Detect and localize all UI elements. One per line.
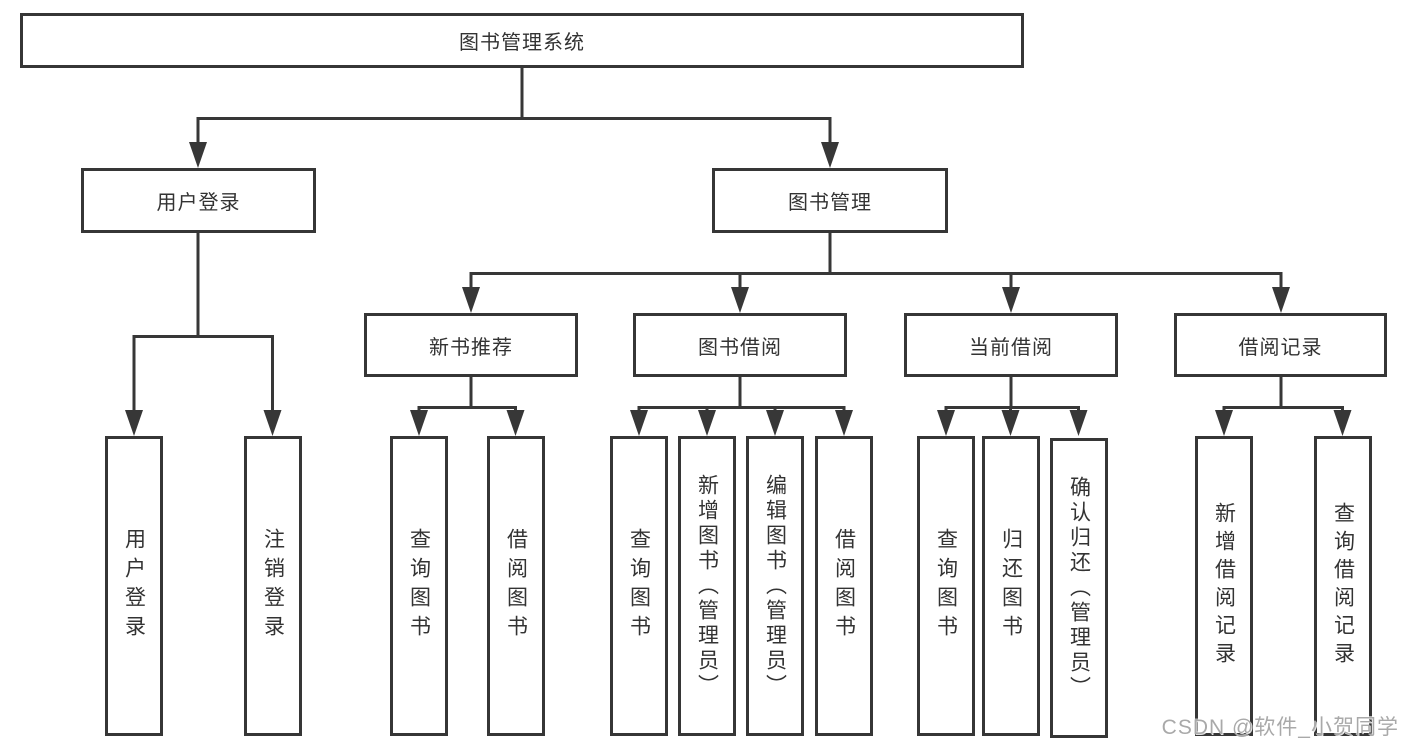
leaf-edit-books-admin: 编辑图书（管理员） — [746, 436, 804, 736]
leaf-add-books-admin: 新增图书（管理员） — [678, 436, 736, 736]
arrowheads — [125, 142, 1352, 436]
node-label: 用户登录 — [122, 528, 146, 644]
node-label: 图书管理 — [788, 192, 872, 214]
node-book-management: 图书管理 — [712, 168, 948, 233]
node-label: 用户登录 — [156, 192, 241, 214]
node-book-borrow: 图书借阅 — [633, 313, 847, 377]
node-current-borrow: 当前借阅 — [904, 313, 1118, 377]
leaf-borrow-books-1: 借阅图书 — [487, 436, 545, 736]
node-label: 查询图书 — [407, 528, 431, 644]
node-new-book-recommend: 新书推荐 — [364, 313, 578, 377]
node-root: 图书管理系统 — [20, 13, 1024, 68]
node-label: 当前借阅 — [969, 336, 1053, 359]
leaf-query-books-2: 查询图书 — [610, 436, 668, 736]
node-user-login: 用户登录 — [81, 168, 316, 233]
node-label: 新增图书（管理员） — [695, 473, 719, 699]
node-label: 编辑图书（管理员） — [763, 473, 787, 699]
node-label: 借阅图书 — [504, 528, 528, 644]
leaf-return-books: 归还图书 — [982, 436, 1040, 736]
node-label: 借阅记录 — [1238, 336, 1323, 359]
node-label: 新增借阅记录 — [1212, 502, 1236, 670]
node-label: 查询图书 — [627, 528, 651, 644]
node-label: 查询图书 — [934, 528, 958, 644]
leaf-user-login: 用户登录 — [105, 436, 163, 736]
node-label: 归还图书 — [999, 528, 1023, 644]
node-label: 图书管理系统 — [459, 32, 585, 54]
leaf-confirm-return-admin: 确认归还（管理员） — [1050, 438, 1108, 738]
node-label: 注销登录 — [261, 528, 285, 644]
node-label: 借阅图书 — [832, 528, 856, 644]
leaf-query-books-3: 查询图书 — [917, 436, 975, 736]
node-label: 新书推荐 — [429, 336, 513, 359]
node-label: 查询借阅记录 — [1331, 502, 1355, 670]
node-label: 图书借阅 — [698, 336, 782, 359]
node-borrow-records: 借阅记录 — [1174, 313, 1387, 377]
leaf-query-books-1: 查询图书 — [390, 436, 448, 736]
leaf-logout: 注销登录 — [244, 436, 302, 736]
node-label: 确认归还（管理员） — [1067, 475, 1091, 701]
leaf-add-borrow-record: 新增借阅记录 — [1195, 436, 1253, 736]
leaf-borrow-books-2: 借阅图书 — [815, 436, 873, 736]
leaf-query-borrow-record: 查询借阅记录 — [1314, 436, 1372, 736]
